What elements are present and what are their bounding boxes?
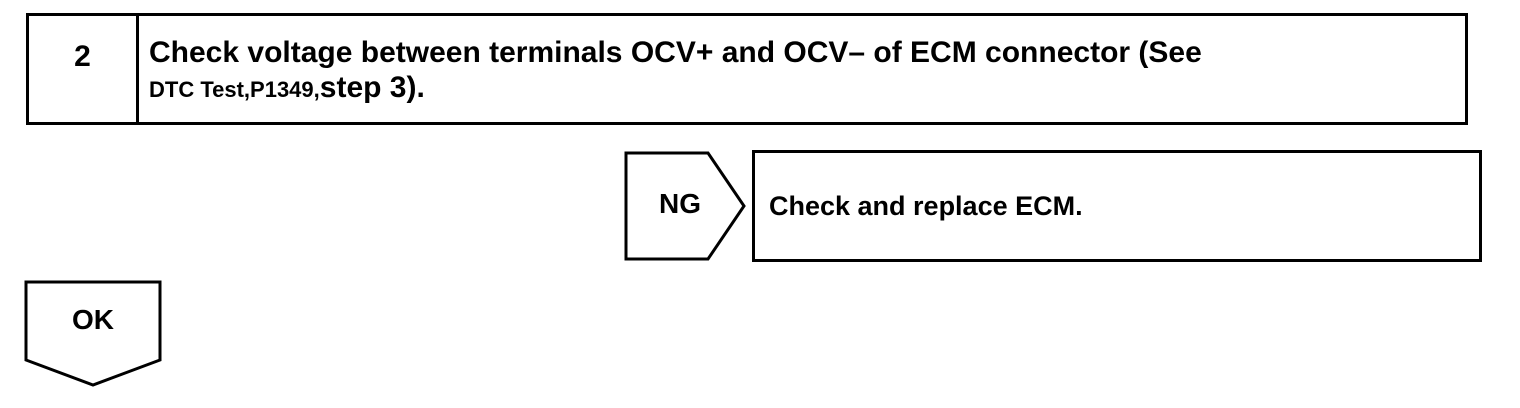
ok-arrow-outline: [24, 280, 162, 387]
ng-arrow-outline: [624, 151, 746, 261]
ng-action-box: Check and replace ECM.: [752, 150, 1482, 262]
step-reference: DTC Test,P1349,: [149, 76, 320, 102]
step-reference-step: step 3).: [319, 70, 425, 104]
ok-label: OK: [72, 304, 114, 335]
step-instruction-line2: DTC Test,P1349,step 3).: [149, 71, 1465, 106]
step-number: 2: [29, 16, 139, 122]
ng-label: NG: [659, 188, 701, 219]
step-instruction: Check voltage between terminals OCV+ and…: [139, 16, 1465, 122]
step-instruction-line1: Check voltage between terminals OCV+ and…: [149, 36, 1202, 69]
ng-action-text: Check and replace ECM.: [769, 190, 1083, 221]
step-box: 2 Check voltage between terminals OCV+ a…: [26, 13, 1468, 125]
